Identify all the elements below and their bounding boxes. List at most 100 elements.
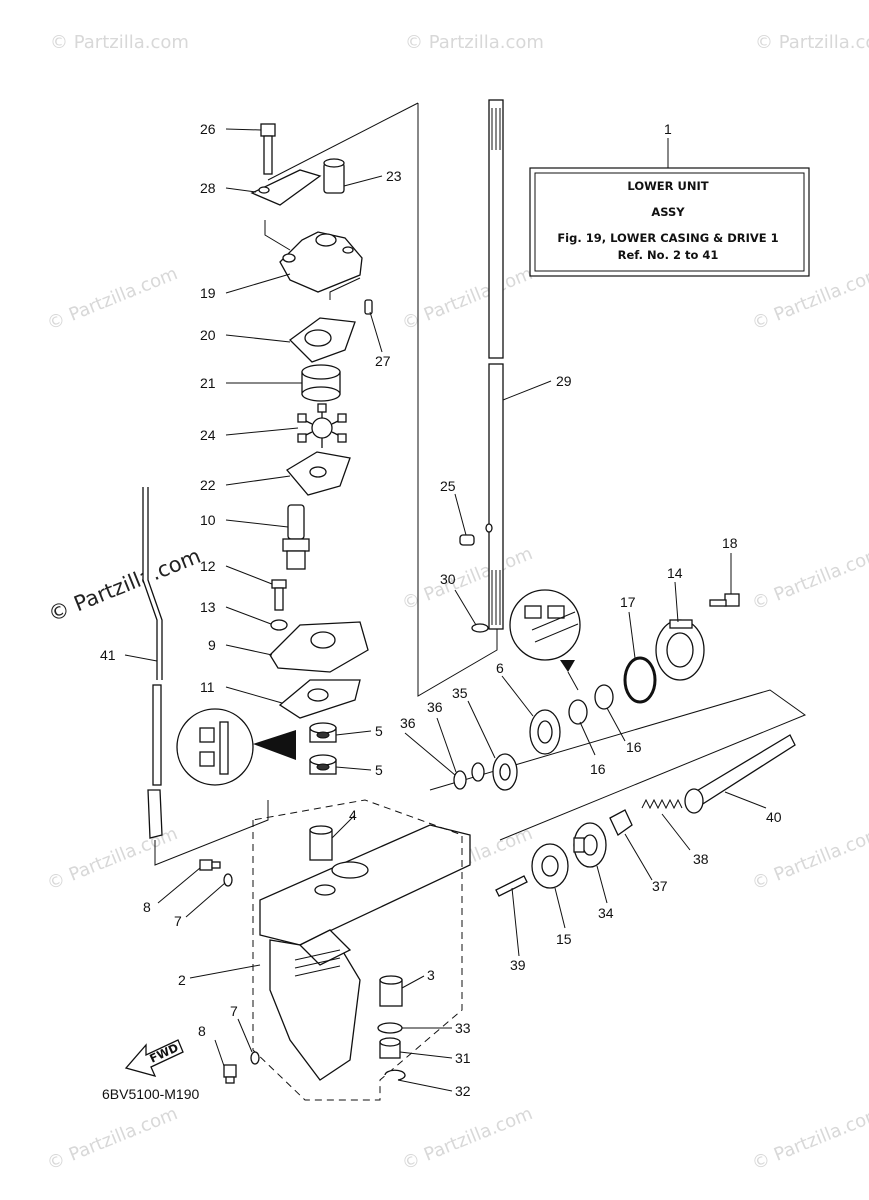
drain-screw-lower bbox=[223, 1064, 237, 1084]
o-ring-17 bbox=[623, 656, 657, 704]
callout-5b: 5 bbox=[375, 762, 383, 778]
ref-box-figure: Fig. 19, LOWER CASING & DRIVE 1 bbox=[557, 231, 778, 245]
callout-39: 39 bbox=[510, 957, 526, 973]
callout-7b: 7 bbox=[230, 1003, 238, 1019]
callout-15: 15 bbox=[556, 931, 572, 947]
callout-23: 23 bbox=[386, 168, 402, 184]
washer bbox=[270, 619, 288, 631]
watermark-highlight: © Partzilla.com bbox=[45, 544, 204, 627]
callout-36a: 36 bbox=[427, 699, 443, 715]
ref-box-subtitle: ASSY bbox=[651, 205, 685, 219]
callout-16b: 16 bbox=[626, 739, 642, 755]
callout-33: 33 bbox=[455, 1020, 471, 1036]
callout-28: 28 bbox=[200, 180, 216, 196]
watermark: © Partzilla.com bbox=[399, 263, 536, 335]
pin-25 bbox=[459, 534, 475, 546]
callout-1: 1 bbox=[664, 121, 672, 137]
callout-30: 30 bbox=[440, 571, 456, 587]
pin-hole bbox=[485, 523, 493, 533]
watermark: © Partzilla.com bbox=[755, 32, 869, 53]
bushing-16b bbox=[594, 684, 614, 710]
bolt-18 bbox=[709, 593, 740, 607]
seal-orientation-inset bbox=[176, 708, 296, 786]
watermark: © Partzilla.com bbox=[44, 263, 181, 335]
callout-31: 31 bbox=[455, 1050, 471, 1066]
ref-box-range: Ref. No. 2 to 41 bbox=[618, 248, 719, 262]
callout-12: 12 bbox=[200, 558, 216, 574]
callout-35: 35 bbox=[452, 685, 468, 701]
water-pipe-joint bbox=[282, 504, 310, 570]
gasket-lower bbox=[278, 679, 361, 719]
callout-37: 37 bbox=[652, 878, 668, 894]
callout-16a: 16 bbox=[590, 761, 606, 777]
callout-3: 3 bbox=[427, 967, 435, 983]
clip-30 bbox=[471, 623, 489, 633]
callout-18: 18 bbox=[722, 535, 738, 551]
lower-casing bbox=[252, 799, 471, 1101]
bolt bbox=[260, 123, 276, 175]
callout-38: 38 bbox=[693, 851, 709, 867]
fwd-label: FWD bbox=[147, 1040, 180, 1065]
watermarks: © Partzilla.com © Partzilla.com © Partzi… bbox=[44, 32, 869, 1175]
pinion-gear-35 bbox=[492, 753, 518, 791]
drive-shaft bbox=[488, 99, 504, 630]
callout-6: 6 bbox=[496, 660, 504, 676]
callout-24: 24 bbox=[200, 427, 216, 443]
water-pump-housing bbox=[250, 158, 363, 293]
ref-box-title: LOWER UNIT bbox=[627, 179, 708, 193]
pin bbox=[364, 299, 373, 315]
callout-8b: 8 bbox=[198, 1023, 206, 1039]
gasket-washer-upper bbox=[223, 873, 233, 887]
circlip-32 bbox=[384, 1069, 406, 1081]
callout-leaders bbox=[124, 128, 767, 1092]
callout-19: 19 bbox=[200, 285, 216, 301]
spring-38 bbox=[641, 798, 683, 810]
bushing-16a bbox=[568, 699, 588, 725]
callout-20: 20 bbox=[200, 327, 216, 343]
callout-32: 32 bbox=[455, 1083, 471, 1099]
callout-14: 14 bbox=[667, 565, 683, 581]
shift-rod bbox=[142, 487, 163, 839]
callout-40: 40 bbox=[766, 809, 782, 825]
callout-41: 41 bbox=[100, 647, 116, 663]
assembly-outline bbox=[154, 102, 807, 866]
pump-insert-cartridge bbox=[301, 364, 341, 402]
watermark: © Partzilla.com bbox=[749, 543, 869, 615]
bushing-3 bbox=[379, 975, 403, 1007]
bearing-housing-14 bbox=[655, 619, 705, 681]
callout-21: 21 bbox=[200, 375, 216, 391]
watermark: © Partzilla.com bbox=[44, 1103, 181, 1175]
callout-25: 25 bbox=[440, 478, 456, 494]
callout-8a: 8 bbox=[143, 899, 151, 915]
callout-9: 9 bbox=[208, 637, 216, 653]
callout-27: 27 bbox=[375, 353, 391, 369]
callout-17: 17 bbox=[620, 594, 636, 610]
callout-numbers: 1 26 28 23 19 20 27 21 24 22 10 12 13 9 … bbox=[100, 121, 782, 1099]
needle-bearing-31 bbox=[379, 1037, 401, 1059]
callout-5a: 5 bbox=[375, 723, 383, 739]
callout-13: 13 bbox=[200, 599, 216, 615]
forward-direction-arrow: FWD bbox=[124, 1039, 184, 1077]
callout-7a: 7 bbox=[174, 913, 182, 929]
callout-36b: 36 bbox=[400, 715, 416, 731]
callout-10: 10 bbox=[200, 512, 216, 528]
shim-36b bbox=[453, 770, 467, 790]
shim-36a bbox=[471, 762, 485, 782]
o-ring-33 bbox=[377, 1022, 403, 1034]
bearing-orientation-inset bbox=[509, 589, 581, 691]
oil-seal-lower bbox=[309, 754, 337, 775]
drain-screw-upper bbox=[199, 859, 221, 871]
callout-22: 22 bbox=[200, 477, 216, 493]
watermark: © Partzilla.com bbox=[749, 1103, 869, 1175]
watermark: © Partzilla.com bbox=[399, 543, 536, 615]
callout-34: 34 bbox=[598, 905, 614, 921]
impeller bbox=[297, 403, 347, 448]
ball-bearing-6 bbox=[529, 709, 561, 755]
pin-39 bbox=[495, 875, 528, 897]
callout-11: 11 bbox=[200, 679, 215, 695]
propeller-shaft-40 bbox=[684, 734, 796, 814]
oil-seal-upper bbox=[309, 722, 337, 743]
forward-gear-34 bbox=[573, 822, 607, 868]
gasket bbox=[289, 317, 356, 363]
